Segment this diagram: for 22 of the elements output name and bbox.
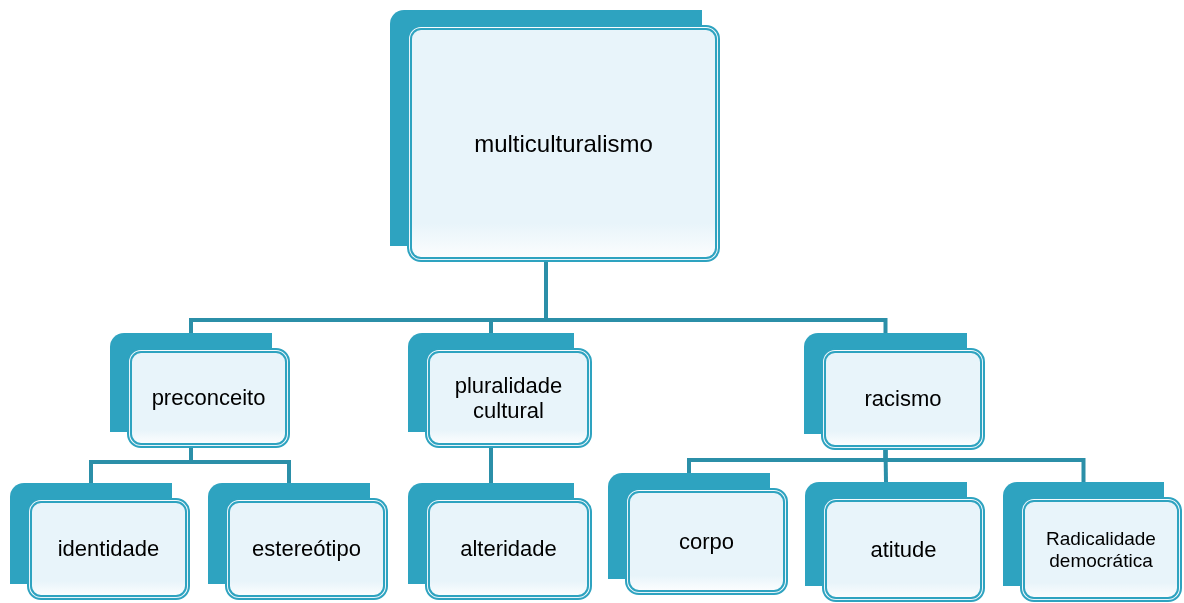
stacked-card xyxy=(804,333,985,450)
stacked-card xyxy=(805,482,985,602)
node-label: corpo xyxy=(678,528,734,555)
node-label: identidade xyxy=(57,536,160,562)
node-label: multiculturalismo xyxy=(474,129,653,158)
node-label: racismo xyxy=(864,386,942,412)
stacked-card xyxy=(208,483,388,600)
stacked-card xyxy=(408,483,592,600)
connector-line xyxy=(489,448,493,483)
stacked-card xyxy=(1003,482,1182,602)
stacked-card xyxy=(10,483,190,600)
node-label: estereótipo xyxy=(252,536,361,562)
stacked-card xyxy=(608,473,788,595)
node-label: atitude xyxy=(870,536,937,563)
node-label: Radicalidade democrática xyxy=(1045,527,1157,572)
node-label: preconceito xyxy=(151,385,266,411)
stacked-card xyxy=(110,333,290,448)
connector-line xyxy=(544,262,888,333)
stacked-card xyxy=(408,333,592,448)
node-label: pluralidade cultural xyxy=(453,372,564,424)
node-label: alteridade xyxy=(460,536,557,562)
connector-line xyxy=(883,450,1086,482)
